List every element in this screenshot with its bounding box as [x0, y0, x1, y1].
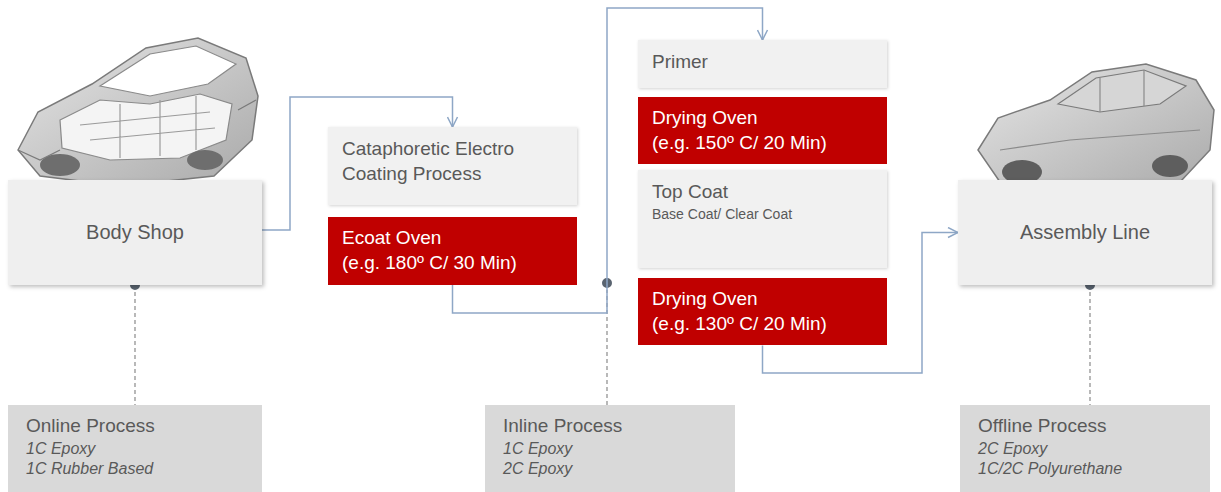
node-title: Primer [652, 50, 873, 75]
node-detail: 1C Epoxy [26, 439, 244, 459]
process-box: Online Process1C Epoxy1C Rubber Based [8, 405, 262, 492]
node-title: Drying Oven [652, 106, 873, 131]
body-in-white-frame [18, 38, 258, 186]
node-title: Body Shop [86, 221, 184, 244]
stage-box: Assembly Line [958, 180, 1212, 285]
leader-connector [134, 285, 135, 405]
node-detail: 2C Epoxy [978, 439, 1192, 459]
step-box: Top CoatBase Coat/ Clear Coat [638, 170, 887, 268]
node-detail: (e.g. 180º C/ 30 Min) [342, 251, 563, 276]
leader-connector [1089, 285, 1090, 405]
oven-box: Drying Oven(e.g. 150º C/ 20 Min) [638, 97, 887, 164]
node-detail: 1C Rubber Based [26, 459, 244, 479]
painted-car-body [978, 64, 1214, 192]
process-box: Offline Process2C Epoxy1C/2C Polyurethan… [960, 405, 1210, 492]
node-title: Inline Process [503, 414, 717, 439]
node-detail: 2C Epoxy [503, 459, 717, 479]
node-title: Cataphoretic Electro Coating Process [342, 137, 563, 186]
process-box: Inline Process1C Epoxy2C Epoxy [485, 405, 735, 492]
node-detail: 1C Epoxy [503, 439, 717, 459]
node-title: Offline Process [978, 414, 1192, 439]
node-title: Ecoat Oven [342, 226, 563, 251]
node-detail: 1C/2C Polyurethane [978, 459, 1192, 479]
node-detail: (e.g. 150º C/ 20 Min) [652, 131, 873, 156]
node-detail: (e.g. 130º C/ 20 Min) [652, 312, 873, 337]
node-title: Assembly Line [1020, 221, 1150, 244]
step-box: Cataphoretic Electro Coating Process [328, 127, 577, 205]
node-title: Online Process [26, 414, 244, 439]
step-box: Primer [638, 40, 887, 88]
oven-box: Ecoat Oven(e.g. 180º C/ 30 Min) [328, 217, 577, 285]
node-detail: Base Coat/ Clear Coat [652, 205, 873, 223]
node-title: Top Coat [652, 180, 873, 205]
stage-box: Body Shop [8, 180, 262, 285]
oven-box: Drying Oven(e.g. 130º C/ 20 Min) [638, 278, 887, 345]
node-title: Drying Oven [652, 287, 873, 312]
